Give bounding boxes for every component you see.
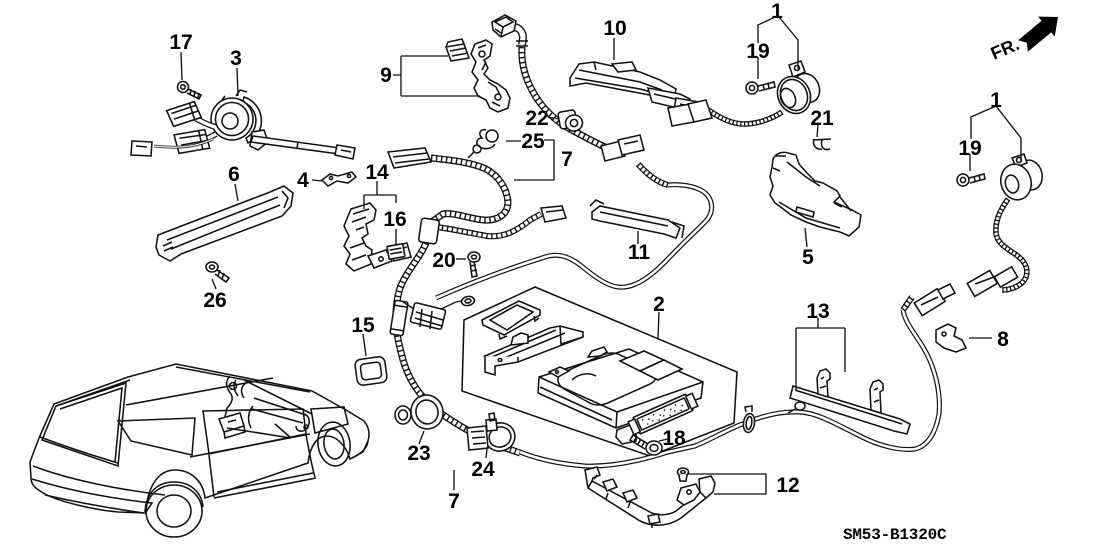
svg-text:16: 16 bbox=[383, 208, 406, 231]
svg-text:15: 15 bbox=[351, 314, 375, 337]
svg-text:1: 1 bbox=[990, 89, 1002, 112]
svg-text:4: 4 bbox=[297, 169, 309, 192]
svg-text:1: 1 bbox=[771, 0, 783, 23]
svg-text:8: 8 bbox=[997, 328, 1009, 351]
svg-text:23: 23 bbox=[407, 442, 430, 465]
svg-text:5: 5 bbox=[802, 246, 814, 269]
svg-text:20: 20 bbox=[432, 249, 455, 272]
svg-text:7: 7 bbox=[561, 148, 573, 171]
svg-text:26: 26 bbox=[203, 289, 226, 312]
svg-text:17: 17 bbox=[169, 31, 192, 54]
svg-text:14: 14 bbox=[365, 161, 389, 184]
svg-text:7: 7 bbox=[448, 490, 460, 513]
svg-text:22: 22 bbox=[525, 107, 548, 130]
svg-text:10: 10 bbox=[603, 17, 626, 40]
svg-text:19: 19 bbox=[746, 40, 769, 63]
svg-text:11: 11 bbox=[628, 241, 651, 264]
svg-text:19: 19 bbox=[958, 137, 981, 160]
svg-text:25: 25 bbox=[521, 130, 545, 153]
svg-text:6: 6 bbox=[228, 163, 240, 186]
svg-text:2: 2 bbox=[653, 293, 665, 316]
svg-text:9: 9 bbox=[380, 64, 392, 87]
svg-text:12: 12 bbox=[776, 474, 799, 497]
svg-text:18: 18 bbox=[662, 427, 686, 450]
svg-text:3: 3 bbox=[230, 47, 242, 70]
svg-text:24: 24 bbox=[471, 458, 495, 481]
svg-text:13: 13 bbox=[806, 300, 829, 323]
svg-text:21: 21 bbox=[810, 107, 834, 130]
svg-text:SM53-B1320C: SM53-B1320C bbox=[843, 526, 947, 544]
